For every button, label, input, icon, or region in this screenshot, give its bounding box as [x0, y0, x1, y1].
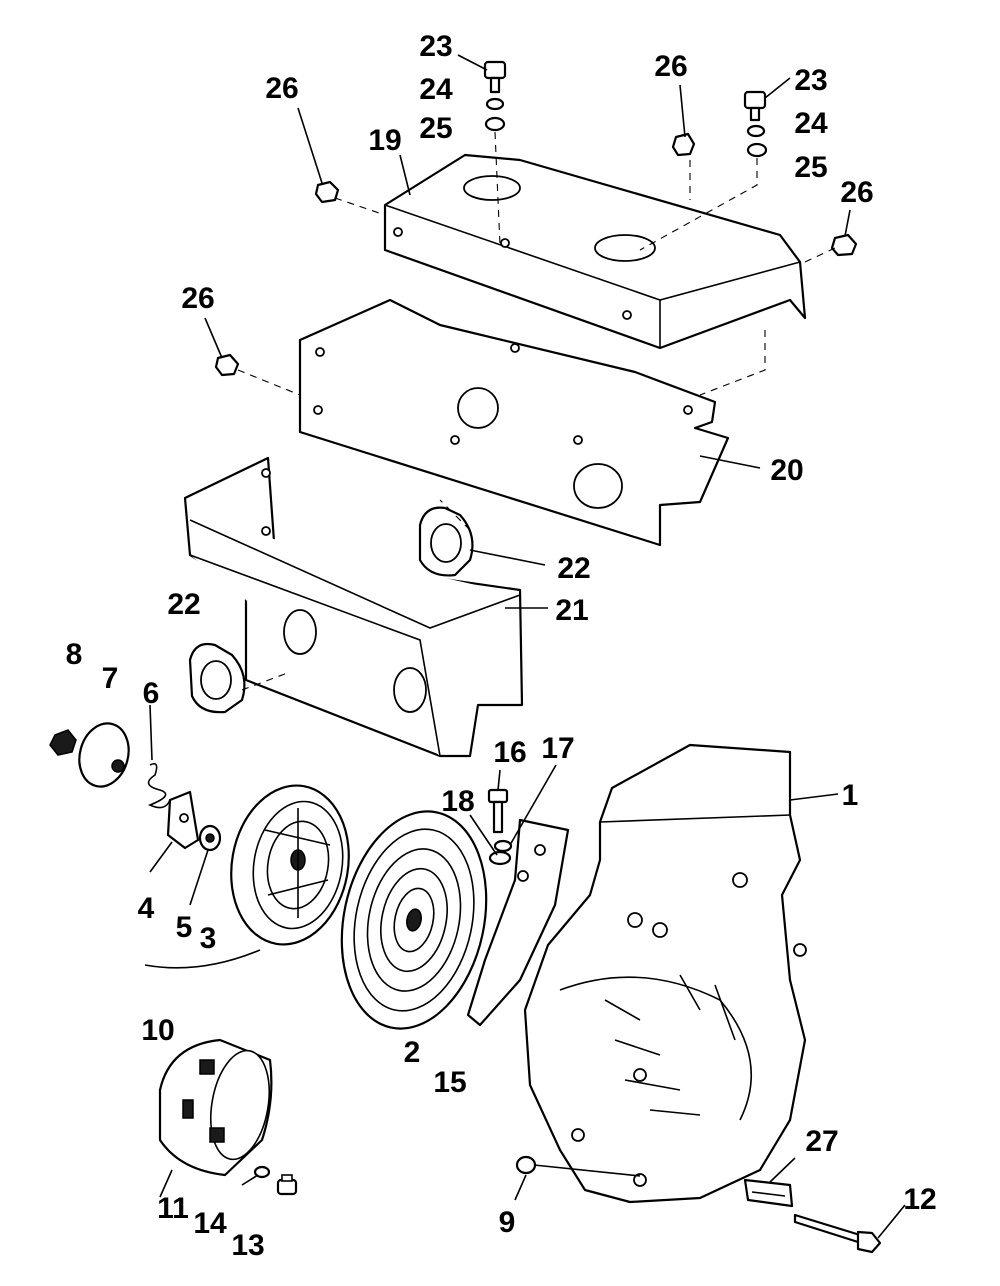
callout-4: 4 [138, 892, 155, 925]
callout-14: 14 [193, 1207, 227, 1240]
callout-11: 11 [157, 1192, 189, 1225]
callout-24-right: 24 [794, 107, 828, 140]
callout-5: 5 [176, 911, 193, 944]
callout-3: 3 [200, 922, 217, 955]
callout-23-left: 23 [419, 30, 452, 63]
lower-shroud-part-21 [183, 456, 524, 758]
gasket-lower-part-22 [188, 642, 246, 714]
nut-part-8 [49, 729, 77, 756]
callout-26-d: 26 [181, 282, 214, 315]
callout-21: 21 [555, 594, 588, 627]
nut-part-26-b [671, 132, 696, 157]
bolt-part-12 [793, 1213, 882, 1254]
nut-part-26-c [830, 233, 858, 257]
recoil-spring-part-2 [340, 810, 488, 1030]
callout-27: 27 [805, 1125, 838, 1158]
retainer-spring-part-6 [147, 762, 171, 809]
bolt-part-16 [487, 788, 509, 834]
callout-12: 12 [903, 1183, 936, 1216]
lockwasher-part-17 [493, 839, 513, 853]
washer-part-25-right [746, 142, 768, 158]
callout-7: 7 [102, 662, 119, 695]
nut-part-26-a [314, 180, 340, 204]
bolt-part-23-left [483, 60, 507, 94]
starter-pulley-part-3 [144, 784, 350, 969]
callout-20: 20 [770, 454, 803, 487]
callout-16: 16 [493, 736, 526, 769]
callout-25-left: 25 [419, 112, 452, 145]
retainer-part-7 [78, 722, 130, 788]
washer-part-18 [488, 850, 512, 866]
callout-15: 15 [433, 1066, 466, 1099]
callout-2: 2 [404, 1036, 421, 1069]
screw-part-13 [276, 1174, 298, 1196]
dog-part-4 [166, 790, 200, 850]
dog-spring-part-5 [198, 824, 222, 852]
callout-13: 13 [231, 1229, 264, 1262]
callout-19: 19 [368, 124, 401, 157]
callout-17: 17 [541, 732, 574, 765]
bolt-part-23-right [743, 90, 767, 122]
lockwasher-part-24-right [746, 124, 766, 138]
blower-housing-part-1 [523, 743, 807, 1204]
starter-bracket-part-15 [466, 818, 570, 1027]
assembly-guide-lines [237, 131, 836, 691]
callout-24-left: 24 [419, 73, 453, 106]
callout-23-right: 23 [794, 64, 827, 97]
callout-8: 8 [66, 638, 83, 671]
gasket-upper-part-22 [418, 506, 474, 577]
lockwasher-part-24-left [485, 97, 505, 111]
callout-22-upper: 22 [557, 552, 590, 585]
baffle-plate-part-20 [298, 298, 730, 547]
bracket-part-27 [743, 1178, 794, 1208]
callout-18: 18 [441, 785, 474, 818]
starter-cup-part-10 [158, 1038, 273, 1177]
callout-26-a: 26 [265, 72, 298, 105]
callout-22-lower: 22 [167, 588, 200, 621]
callout-9: 9 [499, 1206, 516, 1239]
washer-part-14 [253, 1165, 271, 1179]
callout-10: 10 [141, 1014, 174, 1047]
callout-25-right: 25 [794, 151, 827, 184]
nut-part-26-d [214, 353, 240, 377]
callout-6: 6 [143, 677, 160, 710]
screw-part-9 [515, 1155, 641, 1177]
callout-labels: 1 2 3 4 5 6 7 8 9 10 11 12 13 14 15 16 1… [66, 30, 937, 1262]
callout-26-b: 26 [654, 50, 687, 83]
callout-leader-lines [149, 54, 906, 1239]
top-shroud-part-19 [383, 153, 807, 350]
washer-part-25-left [484, 116, 506, 132]
callout-1: 1 [842, 779, 859, 812]
callout-26-c: 26 [840, 176, 873, 209]
